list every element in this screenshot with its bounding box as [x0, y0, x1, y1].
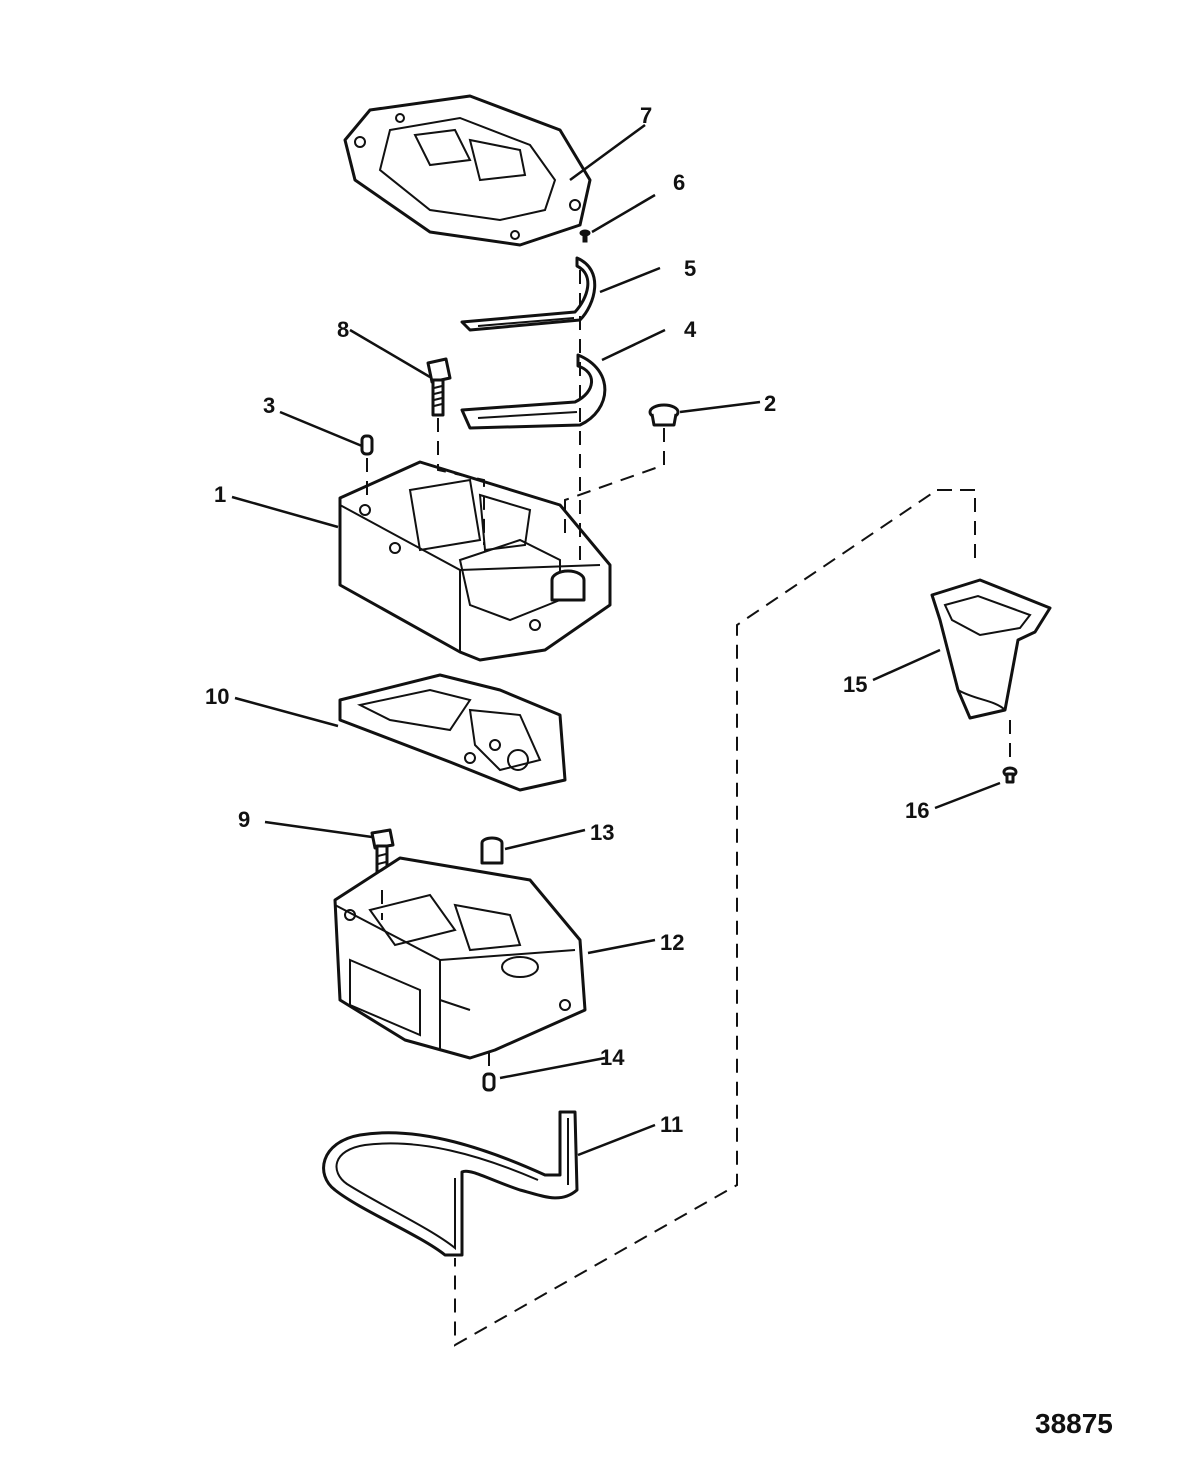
seal	[322, 1110, 579, 1257]
label-13: 13	[590, 820, 614, 845]
label-1: 1	[214, 482, 226, 507]
gasket-lower	[338, 673, 567, 792]
funnel	[930, 578, 1052, 720]
gasket-top	[343, 94, 592, 247]
dowel-pin-lower	[482, 1072, 496, 1092]
bolt-lower	[370, 828, 395, 888]
label-11: 11	[660, 1112, 683, 1137]
label-12: 12	[660, 930, 684, 955]
label-14: 14	[600, 1045, 625, 1070]
label-3: 3	[263, 393, 275, 418]
upper-strip	[460, 256, 597, 332]
bolt-upper	[426, 357, 452, 417]
adaptor-plate	[338, 460, 612, 662]
part-labels: 7 6 5 4 2 3 8 1 10 9 13 12 14 11 15 16	[205, 103, 929, 1137]
label-9: 9	[238, 807, 250, 832]
label-16: 16	[905, 798, 929, 823]
screw-small	[579, 229, 591, 243]
label-15: 15	[843, 672, 867, 697]
housing	[333, 856, 587, 1060]
label-2: 2	[764, 391, 776, 416]
label-6: 6	[673, 170, 685, 195]
label-4: 4	[684, 317, 697, 342]
label-5: 5	[684, 256, 696, 281]
dowel-pin-upper	[360, 434, 374, 456]
label-8: 8	[337, 317, 349, 342]
plug	[648, 403, 680, 427]
sleeve	[480, 836, 504, 865]
reference-number: 38875	[1035, 1408, 1113, 1439]
lower-strip	[460, 353, 607, 430]
leader-lines	[231, 123, 1001, 1157]
label-7: 7	[640, 103, 652, 128]
alignment-lines	[366, 270, 1011, 1347]
screw-funnel	[1002, 766, 1018, 784]
label-10: 10	[205, 684, 229, 709]
